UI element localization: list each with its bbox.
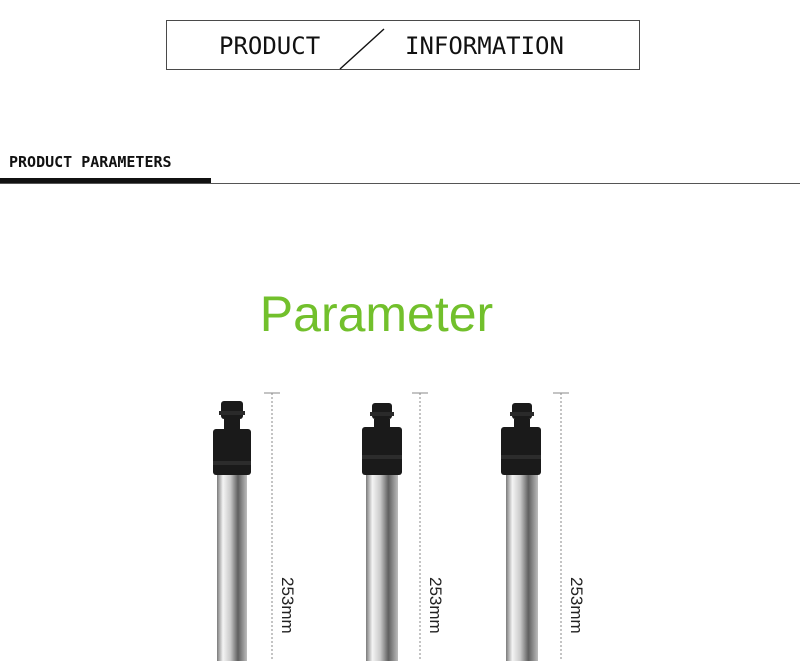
section-divider: [0, 183, 800, 184]
dimension-label: 253mm: [426, 577, 445, 634]
pump-tube-image-3: 253mm: [487, 385, 587, 661]
pump-tube-drawing: [362, 392, 428, 661]
parameter-heading: Parameter: [259, 286, 494, 342]
section-heading: PRODUCT PARAMETERS: [9, 153, 172, 171]
pump-tube-drawing: [501, 392, 569, 661]
dimension-label: 253mm: [278, 577, 297, 634]
dimension-label: 253mm: [567, 577, 586, 634]
product-information-banner: PRODUCT INFORMATION: [166, 20, 640, 70]
pump-tube-image-2: 253mm: [346, 385, 446, 661]
pump-tube-image-1: 253mm: [200, 385, 300, 661]
section-underline-accent: [0, 178, 211, 183]
banner-right-word: INFORMATION: [405, 32, 564, 60]
banner-left-word: PRODUCT: [219, 32, 321, 60]
diagonal-slash-icon: [339, 28, 385, 70]
pump-tube-drawing: [213, 392, 280, 661]
